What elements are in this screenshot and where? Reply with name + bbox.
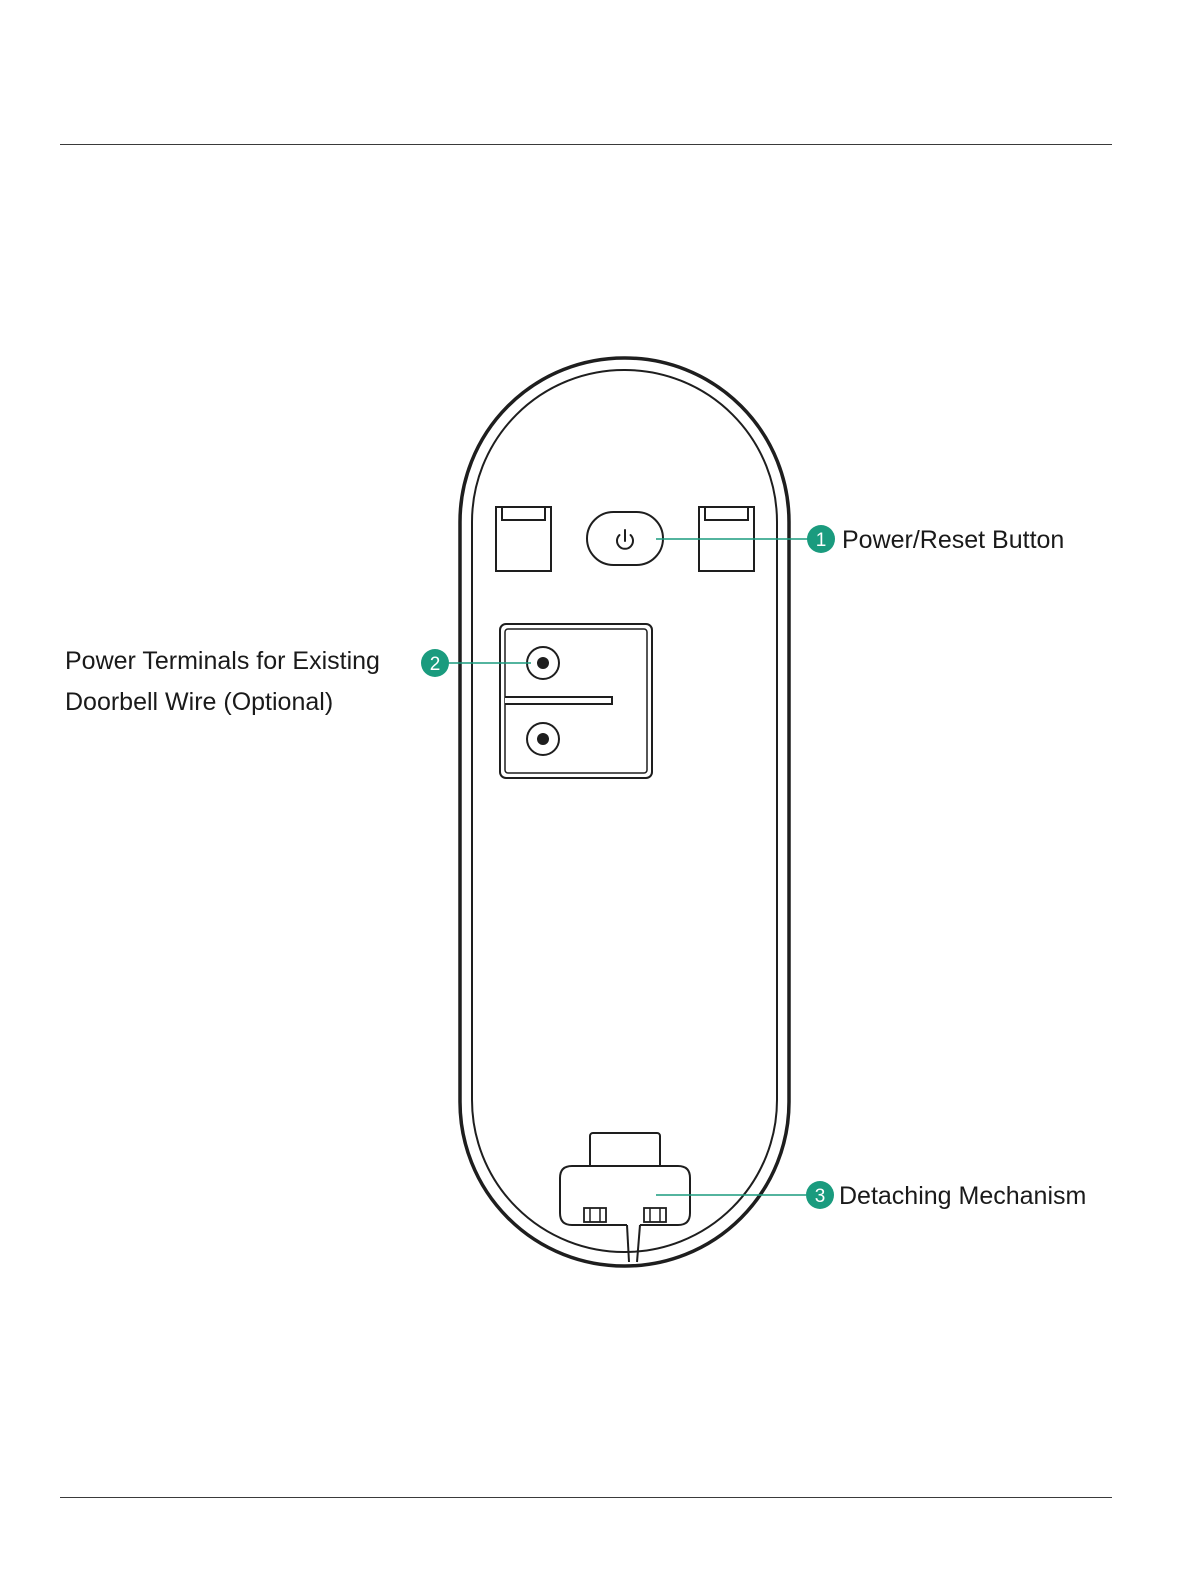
callout-2-number: 2 (430, 654, 441, 675)
bottom-divider (60, 1497, 1112, 1498)
terminal-screw-bottom (527, 723, 559, 755)
callout-1-label: Power/Reset Button (842, 526, 1064, 554)
callout-2-label-line2: Doorbell Wire (Optional) (65, 688, 333, 716)
power-reset-button[interactable] (587, 512, 663, 565)
callout-3-number: 3 (815, 1186, 826, 1207)
callout-3-label: Detaching Mechanism (839, 1182, 1086, 1210)
terminal-screw-top (527, 647, 559, 679)
device-outer-shell (460, 358, 789, 1266)
power-terminal-block (500, 624, 652, 778)
callout-2-label-line1: Power Terminals for Existing (65, 647, 380, 675)
callout-1-number: 1 (816, 530, 827, 551)
